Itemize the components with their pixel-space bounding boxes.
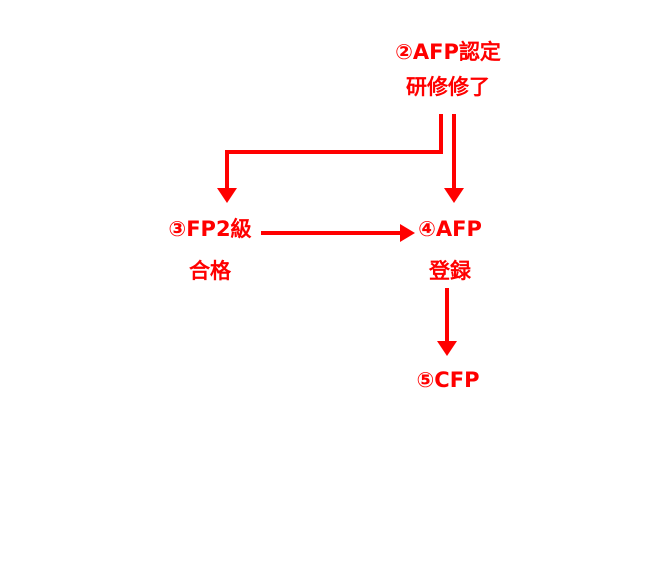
arrow-fp2-to-registration-shaft <box>261 231 401 235</box>
node-fp2-pass: ③FP2級 合格 <box>168 208 251 292</box>
node-cfp-line1: ⑤CFP <box>416 368 480 392</box>
arrow-training-to-fp2-vertical2 <box>225 150 229 189</box>
arrow-training-to-fp2-horizontal <box>225 150 443 154</box>
node-afp-training: ②AFP認定 研修修了 <box>395 35 501 105</box>
node-afp-registration-line2: 登録 <box>429 259 471 283</box>
arrow-training-to-fp2-vertical1 <box>439 114 443 154</box>
node-afp-training-line2: 研修修了 <box>406 75 490 99</box>
node-afp-training-line1: ②AFP認定 <box>395 40 501 64</box>
arrow-training-to-fp2-head-icon <box>217 188 237 203</box>
arrow-training-to-registration-shaft <box>452 114 456 189</box>
node-fp2-pass-line1: ③FP2級 <box>168 217 252 241</box>
node-afp-registration-line1: ④AFP <box>418 217 482 241</box>
arrow-fp2-to-registration-head-icon <box>400 224 415 242</box>
node-cfp: ⑤CFP <box>417 359 480 401</box>
node-fp2-pass-line2: 合格 <box>188 259 231 283</box>
node-afp-registration: ④AFP 登録 <box>418 208 482 292</box>
arrow-training-to-registration-head-icon <box>444 188 464 203</box>
arrow-registration-to-cfp-shaft <box>445 288 449 342</box>
arrow-registration-to-cfp-head-icon <box>437 341 457 356</box>
